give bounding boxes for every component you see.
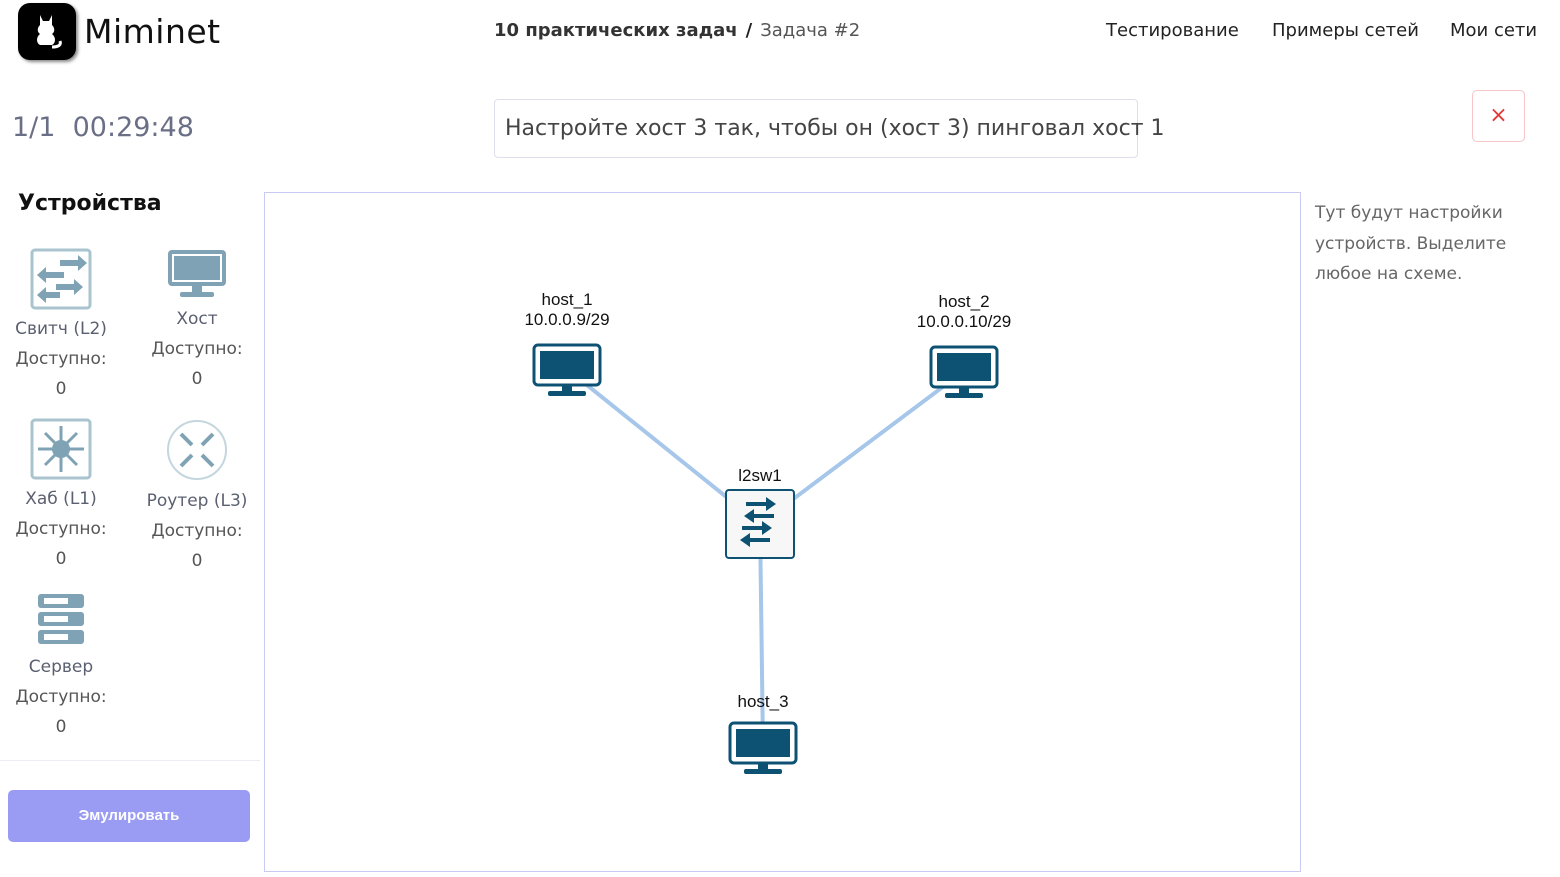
close-button[interactable]: × xyxy=(1472,90,1525,142)
device-name: Хост xyxy=(176,309,218,329)
node-l2sw1[interactable]: l2sw1 xyxy=(725,466,795,559)
node-name: l2sw1 xyxy=(738,466,781,485)
device-switch[interactable]: Свитч (L2) Доступно: 0 xyxy=(0,248,126,404)
node-name: host_2 xyxy=(938,292,989,311)
breadcrumb-parent[interactable]: 10 практических задач xyxy=(494,20,738,41)
device-hub[interactable]: Хаб (L1) Доступно: 0 xyxy=(0,418,126,574)
node-host_1[interactable]: host_110.0.0.9/29 xyxy=(524,290,610,396)
emulate-button[interactable]: Эмулировать xyxy=(8,790,250,842)
device-name: Сервер xyxy=(28,657,94,677)
nav-network-examples[interactable]: Примеры сетей xyxy=(1272,20,1419,41)
device-count: 0 xyxy=(55,379,67,399)
nav-testing[interactable]: Тестирование xyxy=(1106,20,1239,41)
hub-icon xyxy=(30,418,92,480)
device-count: 0 xyxy=(55,717,67,737)
logo-text[interactable]: Miminet xyxy=(84,12,221,51)
device-count: 0 xyxy=(191,551,203,571)
breadcrumb: 10 практических задач / Задача #2 xyxy=(494,20,860,41)
link-l2sw1-host_3[interactable] xyxy=(758,523,765,748)
node-ip: 10.0.0.9/29 xyxy=(524,310,609,329)
task-progress: 1/1 xyxy=(12,112,56,143)
breadcrumb-separator: / xyxy=(745,20,753,41)
node-name: host_3 xyxy=(737,692,788,711)
host-icon xyxy=(929,345,999,398)
node-name: host_1 xyxy=(541,290,592,309)
node-host_3[interactable]: host_3 xyxy=(728,692,798,774)
device-available-label: Доступно: xyxy=(151,521,243,541)
settings-hint: Тут будут настройки устройств. Выделите … xyxy=(1315,203,1507,284)
router-icon xyxy=(167,420,227,480)
device-count: 0 xyxy=(191,369,203,389)
devices-title: Устройства xyxy=(18,191,162,216)
device-router[interactable]: Роутер (L3) Доступно: 0 xyxy=(132,418,262,576)
device-available-label: Доступно: xyxy=(15,687,107,707)
device-available-label: Доступно: xyxy=(15,519,107,539)
device-available-label: Доступно: xyxy=(151,339,243,359)
task-description: Настройте хост 3 так, чтобы он (хост 3) … xyxy=(494,99,1165,158)
device-count: 0 xyxy=(55,549,67,569)
device-available-label: Доступно: xyxy=(15,349,107,369)
network-diagram[interactable]: host_110.0.0.9/29 host_210.0.0.10/29 l2sw1… xyxy=(265,193,1302,873)
device-host[interactable]: Хост Доступно: 0 xyxy=(132,248,262,394)
sidebar-divider xyxy=(0,760,260,761)
node-ip: 10.0.0.10/29 xyxy=(917,312,1012,331)
server-icon xyxy=(38,594,84,644)
task-timer: 00:29:48 xyxy=(72,112,194,143)
device-server[interactable]: Сервер Доступно: 0 xyxy=(0,592,126,742)
device-name: Роутер (L3) xyxy=(146,491,248,511)
host-icon xyxy=(728,721,798,774)
node-host_2[interactable]: host_210.0.0.10/29 xyxy=(917,292,1012,398)
breadcrumb-current: Задача #2 xyxy=(760,20,861,41)
host-icon xyxy=(532,343,602,396)
device-name: Свитч (L2) xyxy=(15,319,107,339)
logo-icon[interactable] xyxy=(18,3,76,60)
switch-icon xyxy=(725,489,795,559)
close-icon: × xyxy=(1489,103,1508,128)
nav-my-networks[interactable]: Мои сети xyxy=(1450,20,1538,41)
host-icon xyxy=(168,250,226,297)
device-name: Хаб (L1) xyxy=(25,489,97,509)
task-status: 1/1 00:29:48 xyxy=(12,112,194,143)
switch-icon xyxy=(30,248,92,310)
